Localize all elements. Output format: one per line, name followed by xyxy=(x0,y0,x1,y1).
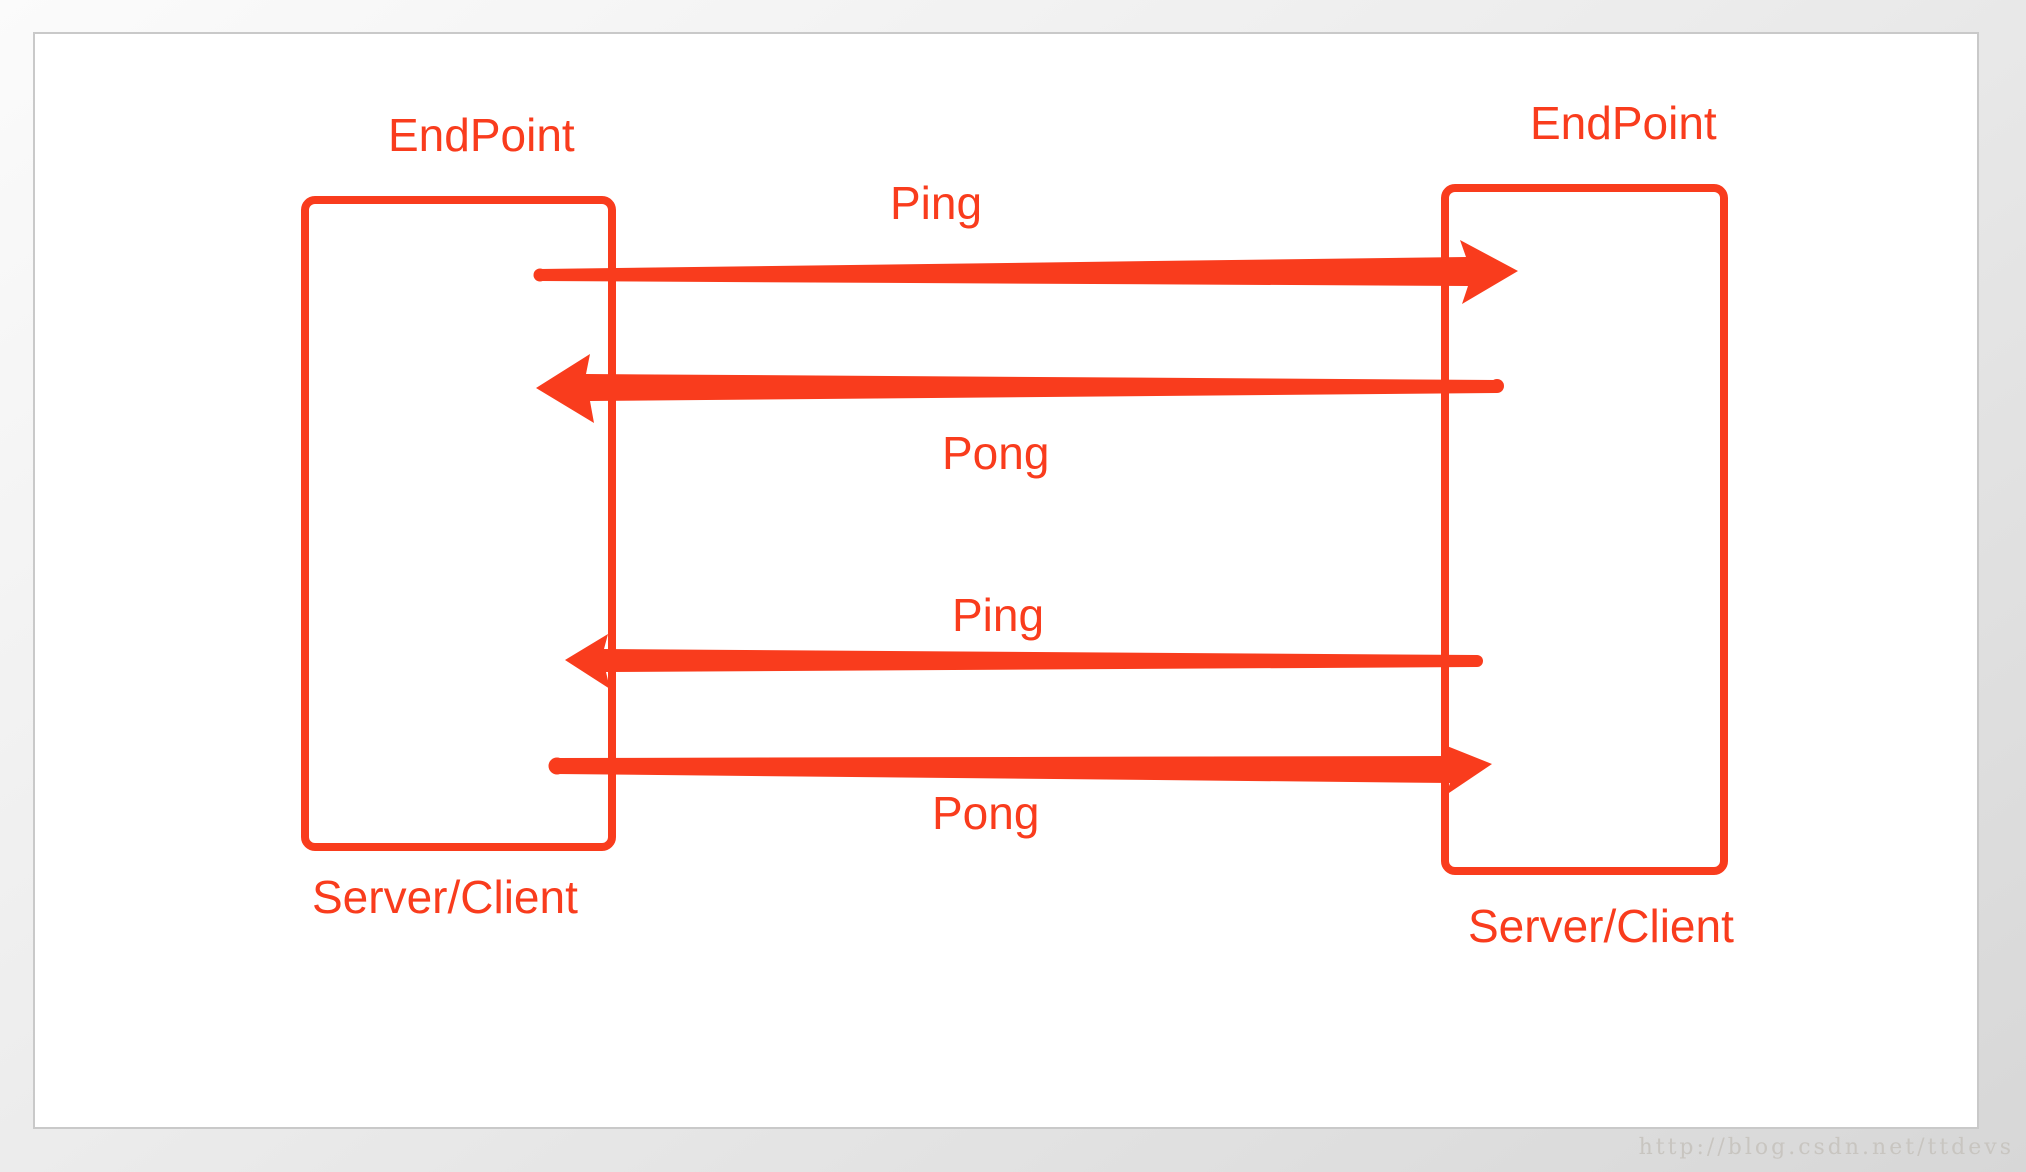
csdn-watermark: http://blog.csdn.net/ttdevs xyxy=(1638,1135,2014,1160)
endpoint-box-left xyxy=(301,196,616,851)
endpoint-box-right xyxy=(1441,184,1728,875)
message-label-pong-1: Pong xyxy=(942,427,1050,479)
message-label-pong-2: Pong xyxy=(932,787,1040,839)
endpoint-title-left: EndPoint xyxy=(388,109,575,161)
diagram-card xyxy=(33,32,1979,1129)
endpoint-subtitle-right: Server/Client xyxy=(1468,900,1734,952)
endpoint-title-right: EndPoint xyxy=(1530,97,1717,149)
message-label-ping-1: Ping xyxy=(890,177,983,229)
message-label-ping-2: Ping xyxy=(952,589,1045,641)
endpoint-subtitle-left: Server/Client xyxy=(312,871,578,923)
